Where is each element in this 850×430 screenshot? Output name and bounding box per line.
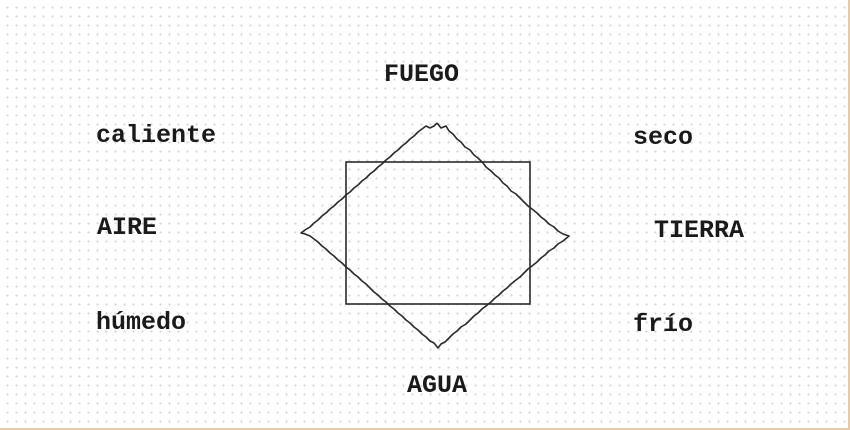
quality-label-seco: seco [633,123,694,152]
element-label-aire: AIRE [97,213,158,242]
quality-label-frio: frío [633,310,694,339]
element-label-fuego: FUEGO [384,60,460,89]
element-label-tierra: TIERRA [654,216,745,245]
elements-diamond [300,122,570,349]
quality-label-caliente: caliente [96,121,217,150]
quality-label-humedo: húmedo [96,308,187,337]
qualities-square [345,161,531,305]
element-label-agua: AGUA [407,371,468,400]
